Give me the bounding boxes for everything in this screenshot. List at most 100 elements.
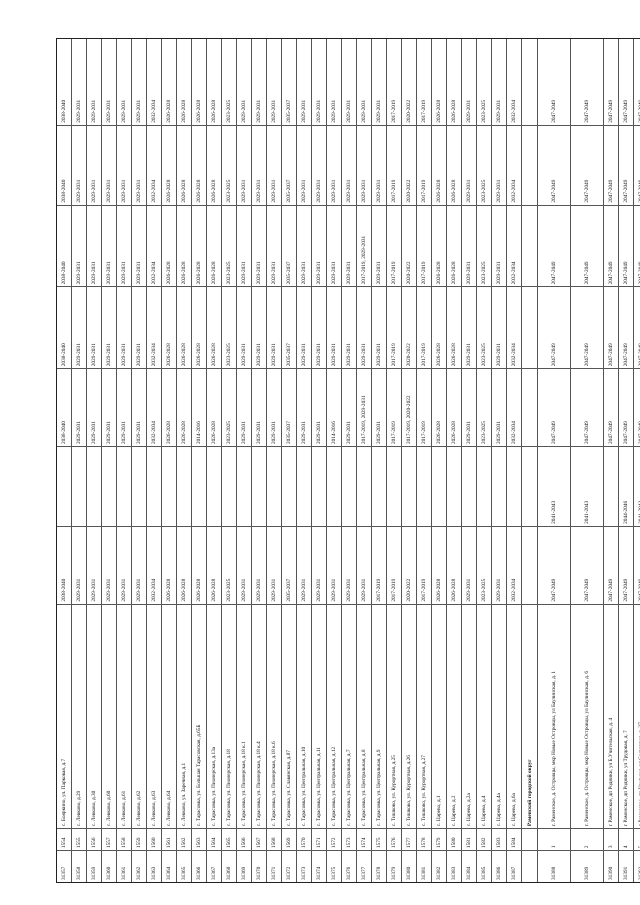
period-cell: 2029-2031 xyxy=(372,286,386,369)
row-id-cell: 31386 xyxy=(492,850,506,882)
period-cell: 2038-2040 xyxy=(57,124,71,205)
period-cell xyxy=(147,446,161,526)
period-cell: 2032-2034 xyxy=(151,99,157,123)
period-cell: 2023-2025 xyxy=(477,525,491,604)
period-cell: 2038-2040 xyxy=(57,286,71,369)
period-cell: 2029-2031 xyxy=(376,99,382,123)
row-id-cell: 31371 xyxy=(267,850,281,882)
address-cell: с. Левково, д.30 xyxy=(87,603,101,829)
period-cell: 2029-2031 xyxy=(312,525,326,604)
period-cell xyxy=(162,446,176,526)
period-cell: 2029-2031 xyxy=(72,368,86,447)
row-number-cell: 1555 xyxy=(72,828,86,851)
period-cell: 2029-2031 xyxy=(357,124,371,205)
period-cell: 2047-2049 xyxy=(538,124,570,205)
period-cell: 2023-2025 xyxy=(222,525,236,604)
address-cell: с. Тарасовка, ул. Центральная, д.9 xyxy=(372,603,386,829)
period-cell: 2026-2028 xyxy=(196,99,202,123)
row-id-cell: 31367 xyxy=(207,850,221,882)
period-cell: 2029-2031 xyxy=(297,525,311,604)
row-number-cell: 1572 xyxy=(327,828,341,851)
row-id-cell: 31366 xyxy=(192,850,206,882)
period-cell: 2014-2016 xyxy=(192,368,206,447)
period-cell xyxy=(282,446,296,526)
period-cell xyxy=(267,446,281,526)
row-id-cell: 31368 xyxy=(222,850,236,882)
period-cell: 2029-2031 xyxy=(87,286,101,369)
period-cell: 2026-2028 xyxy=(447,525,461,604)
address-cell: г Раменское, дп Удельная, ул Солнечная, … xyxy=(634,603,640,829)
period-cell: 2029-2031 xyxy=(492,368,506,447)
period-cell: 2047-2049 xyxy=(571,525,603,604)
period-cell: 2032-2034 xyxy=(147,368,161,447)
period-cell: 2026-2028 xyxy=(162,368,176,447)
period-cell: 2029-2031 xyxy=(72,204,86,287)
period-cell: 2044-2046 xyxy=(619,446,633,526)
row-id-cell: 31376 xyxy=(342,850,356,882)
address-cell: с. Тарасовка, ул. Пионерская, д.18 к.4 xyxy=(252,603,266,829)
address-cell: с. Тарасовка, ул. Центральная, д.8 xyxy=(357,603,371,829)
address-cell: с. Царево, д.2а xyxy=(462,603,476,829)
period-cell: 2047-2049 xyxy=(634,525,640,604)
period-cell: 2026-2028 xyxy=(177,368,191,447)
period-cell: 2047-2049 xyxy=(604,124,618,205)
period-cell: 2026-2028 xyxy=(192,525,206,604)
row-id-cell: 31365 xyxy=(177,850,191,882)
period-cell: 2026-2028 xyxy=(192,286,206,369)
period-cell: 2017-2019 xyxy=(387,204,401,287)
period-cell: 2029-2031 xyxy=(121,99,127,123)
period-cell: 2023-2025 xyxy=(477,124,491,205)
period-cell xyxy=(57,446,71,526)
period-cell: 2029-2031 xyxy=(342,286,356,369)
row-id-cell: 31374 xyxy=(312,850,326,882)
period-cell: 2029-2031 xyxy=(357,525,371,604)
period-cell: 2029-2031 xyxy=(312,204,326,287)
period-cell: 2047-2049 xyxy=(538,368,570,447)
period-cell: 2026-2028 xyxy=(447,368,461,447)
period-cell: 2020-2022 xyxy=(402,204,416,287)
period-cell: 2014-2016 xyxy=(327,368,341,447)
row-number-cell: 1580 xyxy=(447,828,461,851)
period-cell: 2047-2049 xyxy=(619,124,633,205)
period-cell: 2047-2049 xyxy=(584,99,590,123)
address-cell: с. Царево, д.4 xyxy=(477,603,491,829)
period-cell: 2026-2028 xyxy=(432,368,446,447)
period-cell: 2017-2019 xyxy=(417,204,431,287)
row-number-cell: 1574 xyxy=(357,828,371,851)
row-number-cell: 1584 xyxy=(507,828,521,851)
period-cell: 2029-2031 xyxy=(117,124,131,205)
period-cell: 2032-2034 xyxy=(147,525,161,604)
period-cell: 2029-2031 xyxy=(342,525,356,604)
period-cell: 2029-2031 xyxy=(241,99,247,123)
row-number-cell: 1566 xyxy=(237,828,251,851)
row-id-cell: 31364 xyxy=(162,850,176,882)
row-number-cell: 1558 xyxy=(117,828,131,851)
period-cell: 2029-2031 xyxy=(297,368,311,447)
period-cell: 2047-2049 xyxy=(551,99,557,123)
period-cell: 2032-2034 xyxy=(147,124,161,205)
row-id-cell: 31389 xyxy=(571,850,603,882)
row-number-cell: 3 xyxy=(604,828,618,851)
period-cell: 2032-2034 xyxy=(147,204,161,287)
period-cell: 2029-2031 xyxy=(462,368,476,447)
period-cell: 2029-2031 xyxy=(252,204,266,287)
period-cell: 2029-2031 xyxy=(372,124,386,205)
row-id-cell xyxy=(522,850,537,882)
period-cell: 2029-2031 xyxy=(87,124,101,205)
row-id-cell: 31360 xyxy=(102,850,116,882)
period-cell: 2023-2025 xyxy=(222,124,236,205)
period-cell: 2029-2031 xyxy=(132,525,146,604)
period-cell xyxy=(192,446,206,526)
row-number-cell: 5 xyxy=(634,828,640,851)
period-cell xyxy=(132,446,146,526)
